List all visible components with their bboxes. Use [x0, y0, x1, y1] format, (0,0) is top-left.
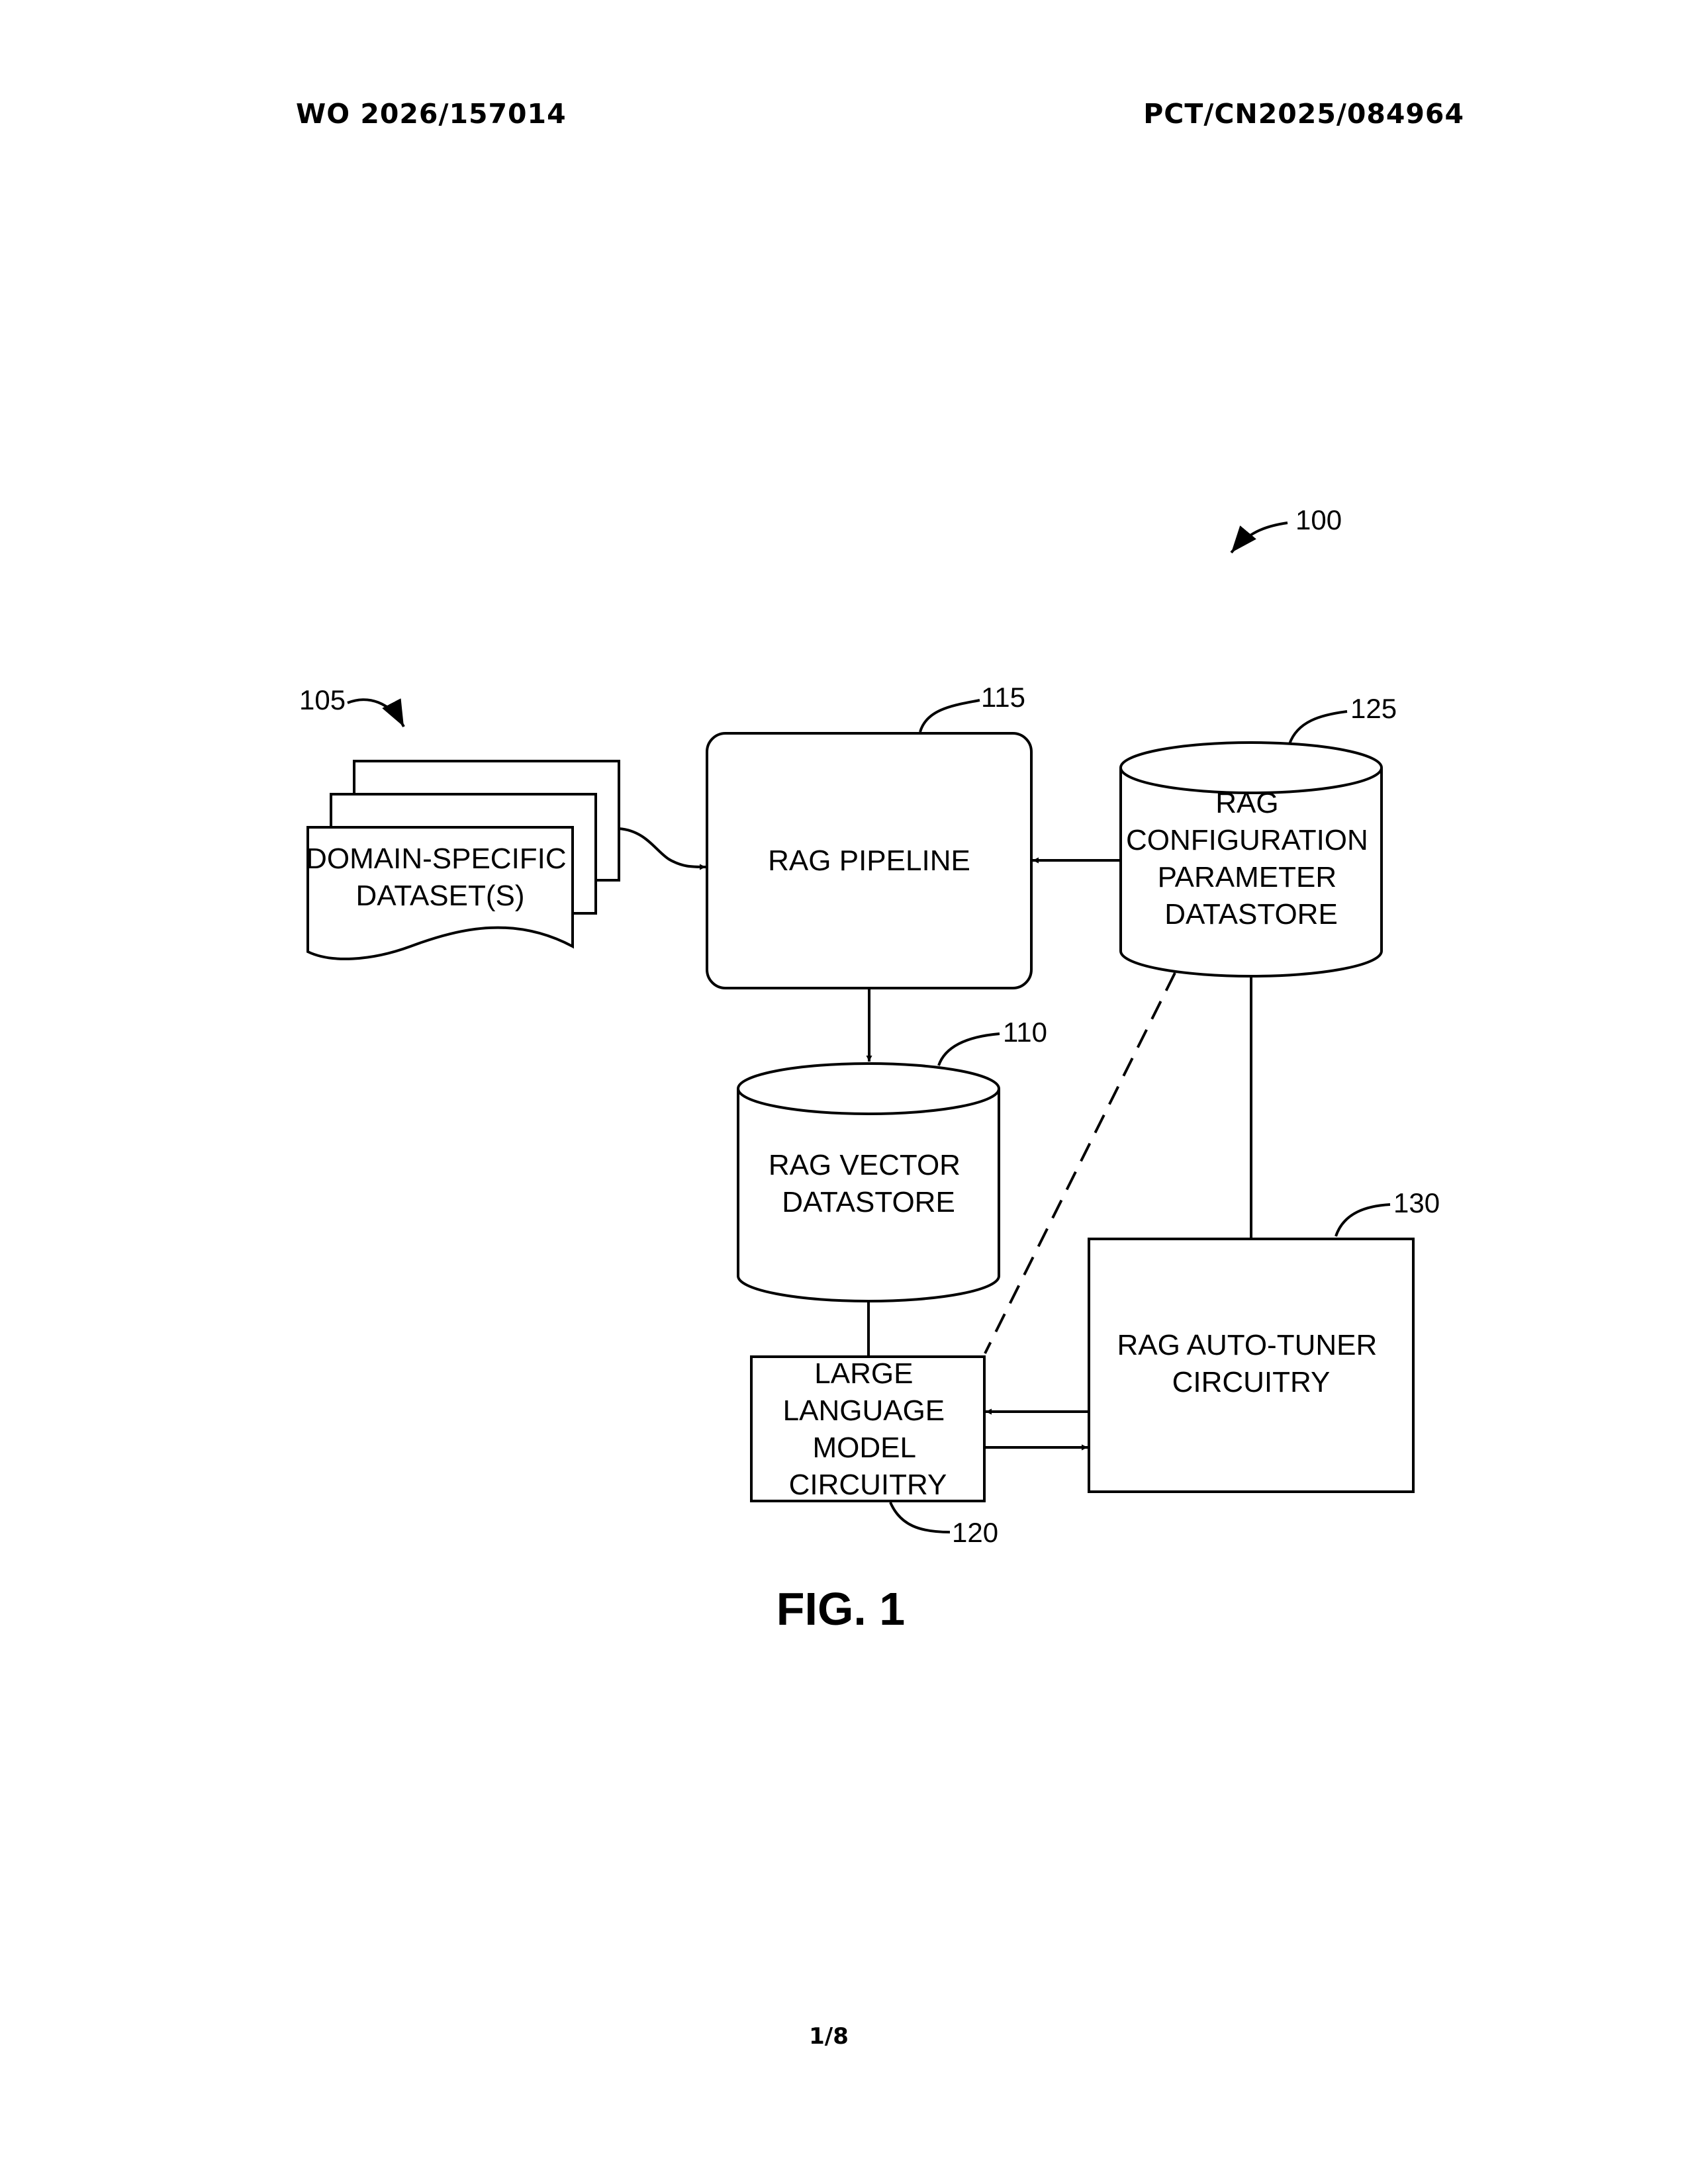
ref-115-label: 115: [981, 682, 1025, 713]
autotuner-line-2: CIRCUITRY: [1172, 1366, 1331, 1398]
vector-line-1: RAG VECTOR: [769, 1149, 961, 1181]
autotuner-node: RAG AUTO-TUNER CIRCUITRY 130: [1089, 1187, 1440, 1492]
ref-105-label: 105: [299, 684, 346, 715]
page-number: 1/8: [809, 2023, 849, 2050]
llm-line-2: LANGUAGE: [783, 1394, 945, 1427]
ref-125-label: 125: [1350, 693, 1397, 724]
ref-130-label: 130: [1393, 1187, 1440, 1218]
config-line-1: RAG: [1215, 787, 1278, 819]
figure-label: FIG. 1: [776, 1583, 905, 1635]
datasets-to-pipeline-arrow: [619, 829, 706, 867]
vector-line-2: DATASTORE: [782, 1186, 955, 1218]
llm-line-4: CIRCUITRY: [789, 1469, 947, 1501]
ref-120-label: 120: [952, 1517, 998, 1548]
config-line-4: DATASTORE: [1164, 898, 1338, 931]
system-ref-100: 100: [1231, 504, 1342, 553]
domain-datasets-node: DOMAIN-SPECIFIC DATASET(S) 105: [299, 684, 619, 959]
rag-pipeline-node: RAG PIPELINE 115: [707, 682, 1031, 988]
config-line-3: PARAMETER: [1158, 861, 1337, 893]
ref-100-label: 100: [1295, 504, 1342, 535]
llm-node: LARGE LANGUAGE MODEL CIRCUITRY 120: [751, 1357, 998, 1548]
datasets-line-2: DATASET(S): [355, 880, 524, 912]
datasets-line-1: DOMAIN-SPECIFIC: [306, 842, 567, 875]
config-line-2: CONFIGURATION: [1126, 824, 1368, 856]
llm-line-1: LARGE: [814, 1357, 913, 1390]
config-datastore-node: RAG CONFIGURATION PARAMETER DATASTORE 12…: [1121, 693, 1397, 976]
llm-line-3: MODEL: [812, 1432, 915, 1464]
ref-110-label: 110: [1003, 1017, 1047, 1048]
vector-datastore-node: RAG VECTOR DATASTORE 110: [738, 1017, 1047, 1301]
pipeline-label: RAG PIPELINE: [768, 844, 970, 877]
autotuner-line-1: RAG AUTO-TUNER: [1117, 1329, 1377, 1361]
